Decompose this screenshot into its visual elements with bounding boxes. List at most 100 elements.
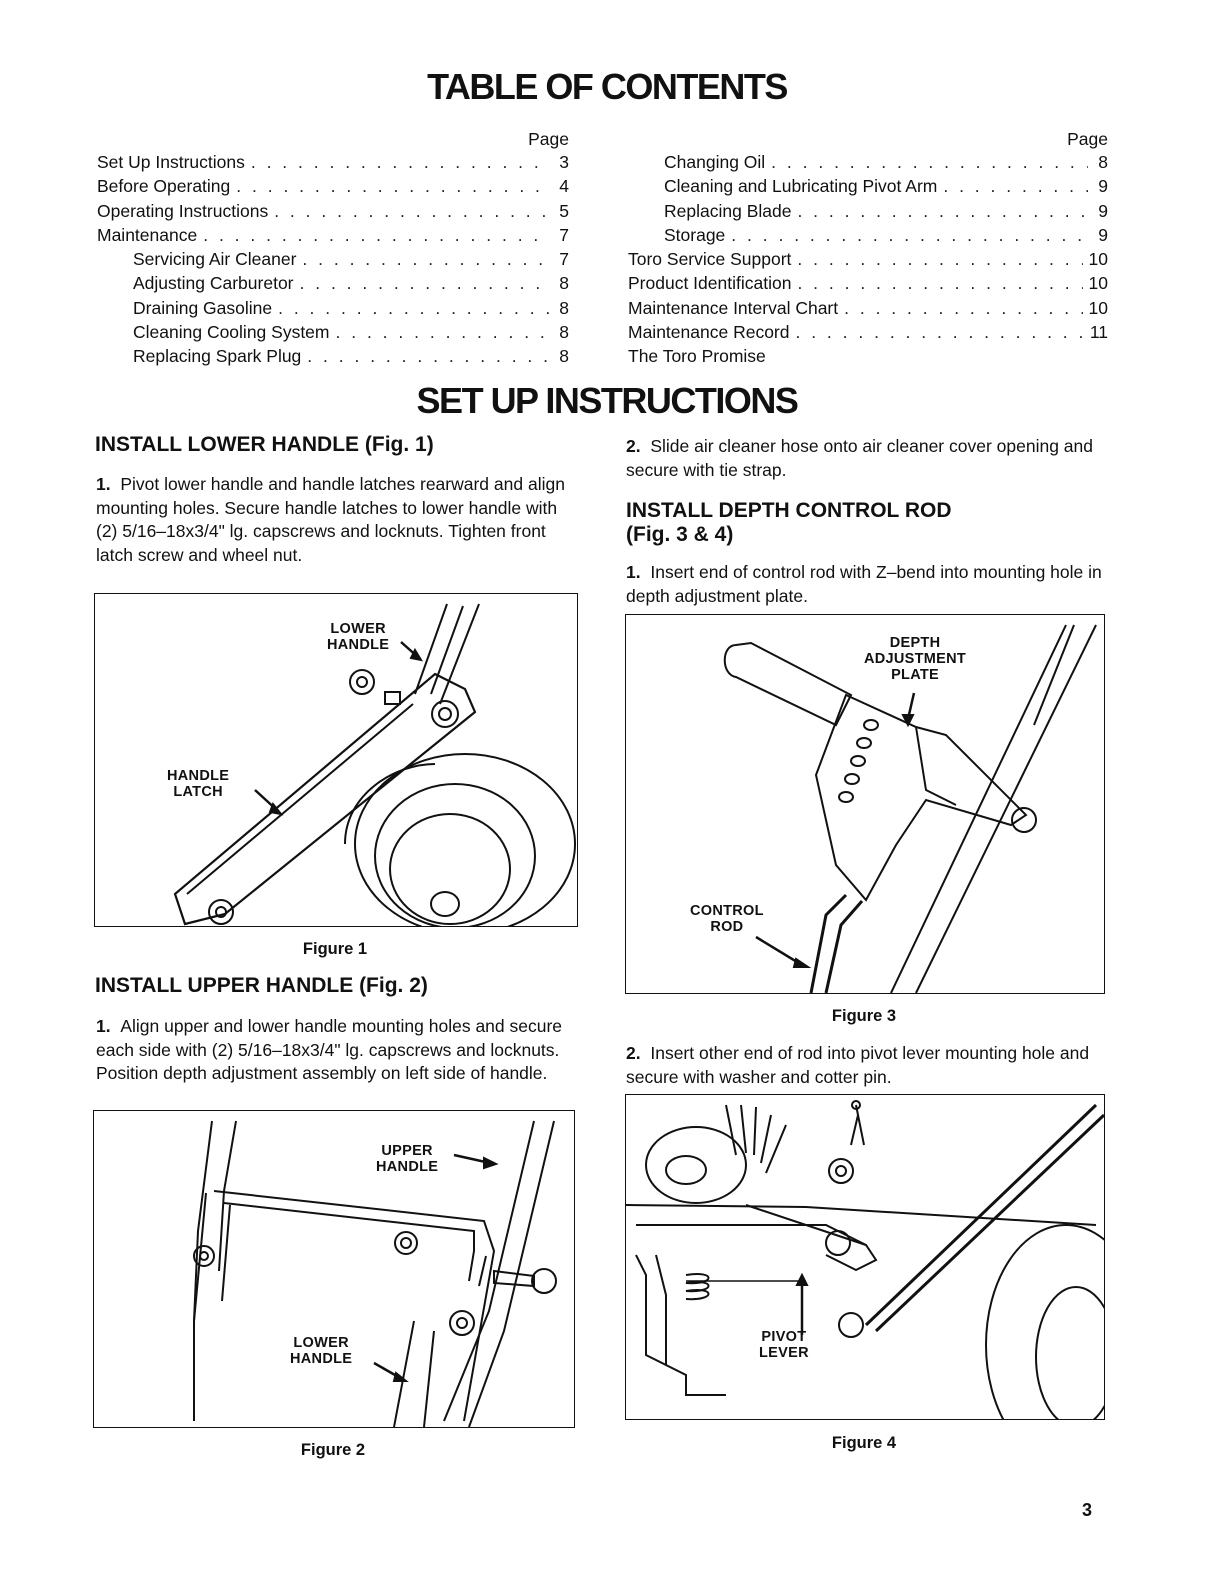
- toc-entry: Product Identification 10: [628, 271, 1108, 295]
- toc-entry-page: 8: [559, 346, 569, 367]
- step-text: Insert end of control rod with Z–bend in…: [626, 562, 1102, 606]
- lower-handle-step: 1. Pivot lower handle and handle latches…: [96, 473, 580, 567]
- toc-entry-page: 7: [559, 224, 569, 245]
- toc-entry-label: Replacing Blade: [664, 200, 792, 221]
- toc-leader-dots: [797, 271, 1082, 295]
- step-number: 1.: [96, 1016, 111, 1036]
- toc-entry-page: 9: [1098, 200, 1108, 221]
- toc-entry-page: 8: [559, 273, 569, 294]
- toc-entry: Operating Instructions 5: [97, 199, 569, 223]
- toc-entry-label: Cleaning and Lubricating Pivot Arm: [664, 176, 938, 197]
- air-cleaner-step: 2. Slide air cleaner hose onto air clean…: [626, 435, 1106, 482]
- toc-entry-page: 10: [1088, 249, 1108, 270]
- toc-entry: The Toro Promise: [628, 344, 1108, 368]
- toc-entry-label: Adjusting Carburetor: [133, 273, 294, 294]
- toc-leader-dots: [943, 174, 1088, 198]
- toc-leader-dots: [203, 223, 549, 247]
- depth-rod-step-2: 2. Insert other end of rod into pivot le…: [626, 1042, 1106, 1089]
- figure-4-caption: Figure 4: [831, 1434, 897, 1452]
- toc-right-column: Page Changing Oil8Cleaning and Lubricati…: [628, 128, 1108, 369]
- toc-entry: Storage9: [628, 223, 1108, 247]
- toc-leader-dots: [300, 271, 550, 295]
- toc-entry: Replacing Blade 9: [628, 199, 1108, 223]
- toc-leader-dots: [236, 174, 549, 198]
- step-text: Pivot lower handle and handle latches re…: [96, 474, 565, 565]
- step-number: 2.: [626, 1043, 641, 1063]
- toc-entry-label: Maintenance Record: [628, 322, 790, 343]
- step-text: Insert other end of rod into pivot lever…: [626, 1043, 1090, 1087]
- toc-entry-label: The Toro Promise: [628, 346, 766, 367]
- toc-entry-label: Operating Instructions: [97, 200, 269, 221]
- toc-leader-dots: [274, 199, 549, 223]
- toc-entry-page: 8: [559, 322, 569, 343]
- toc-entry-label: Draining Gasoline: [133, 297, 273, 318]
- toc-entry-label: Replacing Spark Plug: [133, 346, 302, 367]
- depth-rod-heading: INSTALL DEPTH CONTROL ROD (Fig. 3 & 4): [626, 499, 952, 546]
- step-text: Slide air cleaner hose onto air cleaner …: [626, 436, 1093, 480]
- upper-handle-heading: INSTALL UPPER HANDLE (Fig. 2): [95, 974, 428, 997]
- toc-entry-page: 11: [1089, 322, 1108, 343]
- toc-entry: Toro Service Support 10: [628, 247, 1108, 271]
- toc-page-header: Page: [1067, 129, 1108, 149]
- step-number: 2.: [626, 436, 641, 456]
- toc-entry-page: 9: [1098, 176, 1108, 197]
- toc-entry: Adjusting Carburetor 8: [97, 271, 569, 295]
- toc-entry-label: Before Operating: [97, 176, 231, 197]
- toc-entry-label: Toro Service Support: [628, 249, 792, 270]
- toc-left-column: Page Set Up Instructions3Before Operatin…: [97, 128, 569, 369]
- toc-entry-label: Changing Oil: [664, 152, 766, 172]
- toc-leader-dots: [251, 150, 549, 174]
- figure-2-caption: Figure 2: [300, 1441, 366, 1459]
- toc-title: TABLE OF CONTENTS: [427, 66, 788, 107]
- toc-entry-page: 9: [1098, 224, 1108, 245]
- toc-entry-label: Set Up Instructions: [97, 152, 245, 172]
- toc-entry: Maintenance Interval Chart 10: [628, 296, 1108, 320]
- depth-rod-step-1: 1. Insert end of control rod with Z–bend…: [626, 561, 1106, 608]
- toc-entry-page: 4: [559, 176, 569, 197]
- toc-entry-page: 3: [559, 152, 569, 172]
- toc-entry: Set Up Instructions 3: [97, 150, 569, 174]
- step-text: Align upper and lower handle mounting ho…: [96, 1016, 563, 1083]
- toc-entry: Cleaning and Lubricating Pivot Arm 9: [628, 174, 1108, 198]
- toc-leader-dots: [307, 344, 549, 368]
- toc-entry-page: 10: [1088, 273, 1108, 294]
- toc-entry: Replacing Spark Plug 8: [97, 344, 569, 368]
- toc-entry: Changing Oil8: [628, 150, 1108, 174]
- step-number: 1.: [626, 562, 641, 582]
- page-number: 3: [1082, 1500, 1093, 1520]
- toc-entry-label: Maintenance: [97, 224, 198, 245]
- toc-leader-dots: [844, 296, 1082, 320]
- lower-handle-heading: INSTALL LOWER HANDLE (Fig. 1): [95, 433, 434, 456]
- toc-entry: Draining Gasoline 8: [97, 296, 569, 320]
- toc-entry-label: Servicing Air Cleaner: [133, 249, 297, 270]
- toc-entry: Cleaning Cooling System 8: [97, 320, 569, 344]
- toc-entry: Before Operating 4: [97, 174, 569, 198]
- toc-leader-dots: [771, 150, 1088, 174]
- toc-entry-label: Product Identification: [628, 273, 792, 294]
- toc-entry-page: 5: [559, 200, 569, 221]
- figure-1-caption: Figure 1: [302, 940, 368, 958]
- toc-entry-page: 8: [559, 297, 569, 318]
- setup-title: SET UP INSTRUCTIONS: [416, 380, 799, 421]
- toc-leader-dots: [797, 247, 1082, 271]
- toc-leader-dots: [302, 247, 549, 271]
- toc-page-header: Page: [528, 129, 569, 149]
- upper-handle-step: 1. Align upper and lower handle mounting…: [96, 1015, 580, 1086]
- toc-leader-dots: [795, 320, 1083, 344]
- toc-entry-label: Maintenance Interval Chart: [628, 297, 839, 318]
- step-number: 1.: [96, 474, 111, 494]
- toc-leader-dots: [797, 199, 1088, 223]
- toc-entry-label: Cleaning Cooling System: [133, 322, 330, 343]
- toc-entry-page: 10: [1088, 297, 1108, 318]
